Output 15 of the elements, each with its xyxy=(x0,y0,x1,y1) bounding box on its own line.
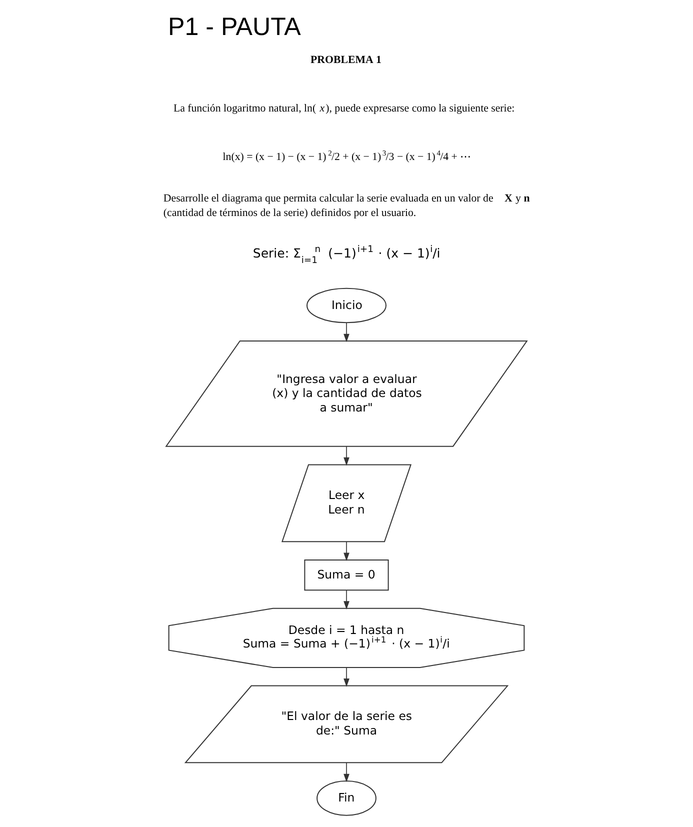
node-ellipse: Inicio xyxy=(306,288,386,324)
diagram-title: P1 - PAUTA xyxy=(168,13,301,42)
label: Desarrolle el diagrama que permita calcular la serie evaluada en un valor de X y n (cantidad de términos de la serie) definidos por el usuario. xyxy=(163,192,530,219)
arrow xyxy=(344,667,350,687)
label: ln(x) = (x − 1) − (x − 1)$^{2}$/2 + (x − 1)$^{3}$/3 − (x − 1)$^{4}$/4 + ⋯ xyxy=(222,148,472,163)
arrow xyxy=(344,446,350,466)
arrow xyxy=(344,762,350,782)
arrow xyxy=(344,590,350,610)
label: Serie: Σ$_{i=1}$$^{n}$ (−1)$^{i+1}$ · (x − 1)$^{i}$/i xyxy=(252,244,440,266)
node-box: Suma = 0 xyxy=(304,560,389,591)
label: PROBLEMA 1 xyxy=(310,54,382,66)
arrow xyxy=(344,542,350,562)
node-ellipse: Fin xyxy=(316,780,376,816)
arrow xyxy=(344,322,350,342)
label: La función logaritmo natural, ln(x), puede expresarse como la siguiente serie: xyxy=(173,102,515,114)
